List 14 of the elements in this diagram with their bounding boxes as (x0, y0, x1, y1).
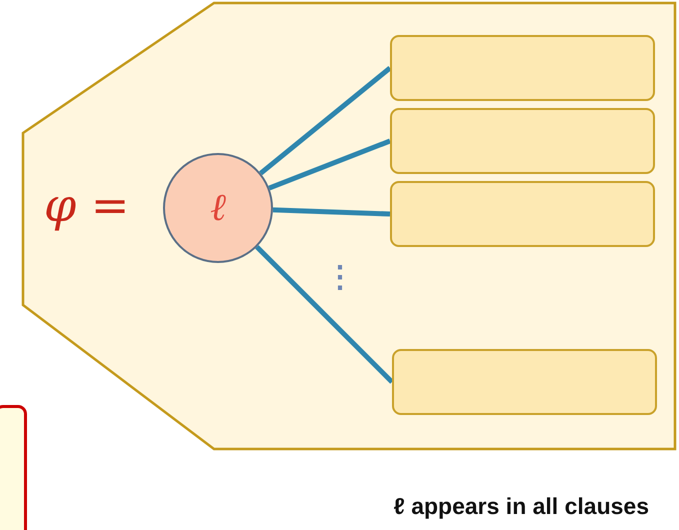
partial-box (0, 405, 27, 530)
clause-box (390, 35, 655, 101)
connector-line (255, 245, 394, 384)
clause-box (390, 181, 655, 247)
formula-label: φ = (44, 180, 130, 230)
ellipsis-mark: ⋮ (325, 260, 355, 296)
connector-line (268, 138, 391, 190)
clause-box (392, 349, 657, 415)
clause-box (390, 108, 655, 174)
connector-line (272, 207, 390, 216)
clause-set-shape (20, 0, 679, 452)
caption: ℓ appears in all clauses (394, 492, 649, 521)
connector-line (259, 66, 392, 176)
literal-label: ℓ (209, 185, 227, 229)
